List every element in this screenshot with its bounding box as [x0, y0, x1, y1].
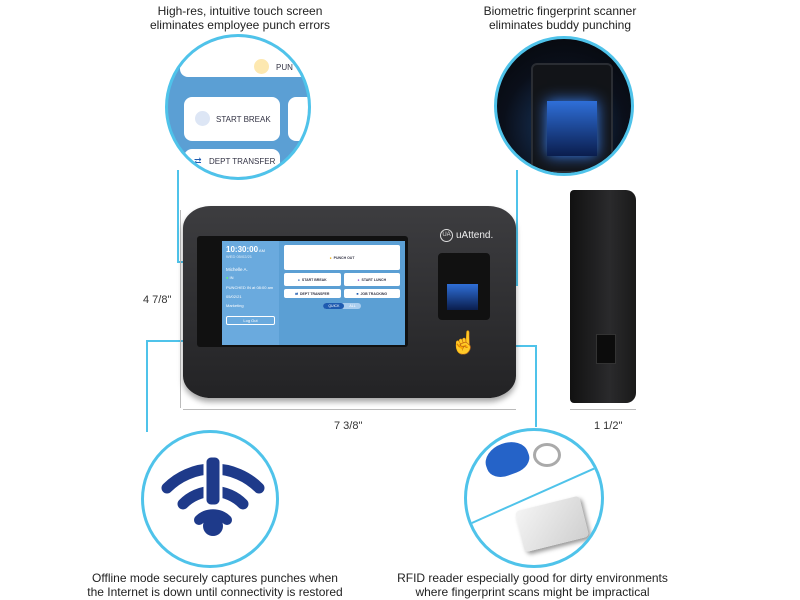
inset-start-break-label: START BREAK: [216, 115, 271, 124]
coffee-icon: [195, 111, 210, 126]
screen-ui: 10:30:00 AM WED 05/02/21 Michelle A. ● I…: [222, 241, 405, 345]
all-toggle[interactable]: ALL: [349, 304, 356, 308]
touch-screen-inset: PUN START BREAK ⇄ DEPT TRANSFER: [165, 34, 311, 180]
connector-line: [516, 170, 518, 285]
start-lunch-label: START LUNCH: [361, 277, 387, 282]
connector-line: [146, 340, 184, 342]
punched-in-info: PUNCHED IN at 08:00 am: [226, 285, 274, 290]
width-label: 7 3/8": [334, 420, 363, 432]
connector-line: [146, 340, 148, 432]
shuffle-icon: ⇄: [194, 156, 202, 166]
usb-port: [596, 334, 616, 364]
status-badge: IN: [229, 275, 234, 280]
fingerprint-inset: [494, 36, 634, 176]
job-tracking-label: JOB TRACKING: [360, 291, 388, 296]
inset-dept-transfer-label: DEPT TRANSFER: [209, 157, 276, 166]
log-out-button[interactable]: Log Out: [226, 316, 275, 325]
brand-logo: uAttend.: [456, 230, 494, 241]
job-tracking-button[interactable]: ■JOB TRACKING: [343, 289, 400, 298]
clock-date: WED 05/02/21: [226, 254, 253, 259]
briefcase-icon: ■: [356, 291, 359, 296]
shuffle-icon: ⇄: [295, 291, 299, 296]
device-side-view: [570, 190, 636, 403]
clock-ampm: AM: [258, 248, 265, 253]
punch-icon: [254, 59, 269, 74]
caption-rfid: RFID reader especially good for dirty en…: [397, 571, 668, 599]
coffee-icon: ●: [297, 277, 300, 282]
lunch-icon: ●: [357, 277, 360, 282]
clock-time: 10:30:00: [226, 245, 259, 254]
start-break-button[interactable]: ●START BREAK: [284, 273, 341, 286]
width-dimension: [183, 409, 516, 410]
punch-out-button[interactable]: ●PUNCH OUT: [284, 245, 400, 270]
connector-line: [177, 170, 179, 262]
uattend-logo-icon: UA: [440, 229, 453, 242]
height-dimension: [180, 210, 181, 408]
height-label: 4 7/8": [143, 294, 172, 306]
start-lunch-button[interactable]: ●START LUNCH: [343, 273, 400, 286]
department: Marketing: [226, 303, 244, 308]
caption-fingerprint: Biometric fingerprint scanner eliminates…: [483, 4, 637, 32]
depth-dimension: [570, 409, 636, 410]
rfid-inset: [464, 428, 604, 568]
caption-touch-screen: High-res, intuitive touch screen elimina…: [149, 4, 331, 32]
punch-icon: ●: [329, 255, 332, 260]
rfid-reader-icon[interactable]: ☝: [450, 330, 478, 355]
connector-line: [535, 345, 537, 427]
caption-offline: Offline mode securely captures punches w…: [87, 571, 343, 599]
rfid-fob-icon: [480, 436, 534, 482]
wifi-offline-icon: [161, 454, 265, 536]
punch-date: 05/02/21: [226, 294, 242, 299]
user-name: Michelle A.: [226, 267, 248, 272]
dept-transfer-button[interactable]: ⇄DEPT TRANSFER: [284, 289, 341, 298]
depth-label: 1 1/2": [594, 420, 623, 432]
punch-out-label: PUNCH OUT: [333, 255, 355, 260]
start-break-label: START BREAK: [301, 277, 327, 282]
fingerprint-sensor[interactable]: [447, 284, 478, 310]
rfid-card-icon: [514, 495, 590, 553]
inset-punch-label: PUN: [276, 63, 293, 72]
offline-inset: [141, 430, 279, 568]
dept-transfer-label: DEPT TRANSFER: [300, 291, 330, 296]
status-dot-icon: ●: [226, 275, 229, 280]
quick-toggle[interactable]: QUICK: [323, 303, 345, 309]
